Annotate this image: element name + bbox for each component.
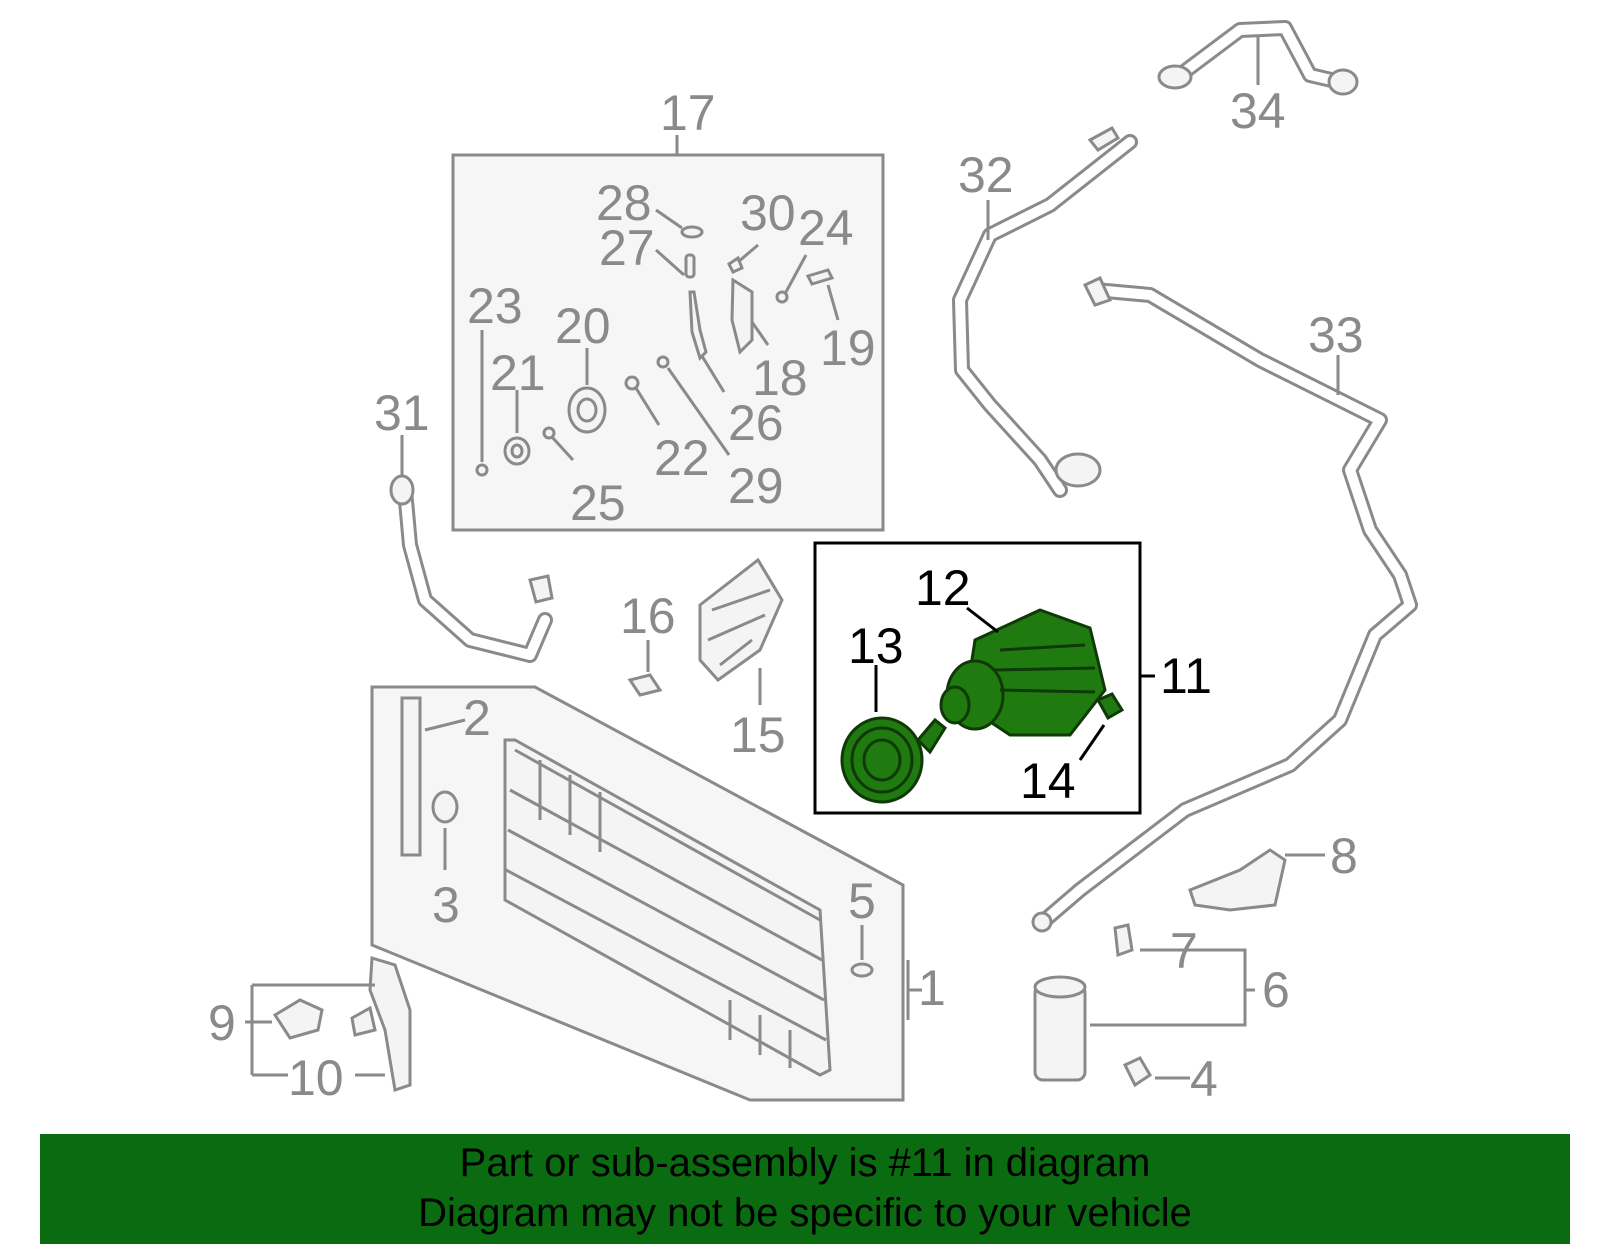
info-banner: Part or sub-assembly is #11 in diagram D… (40, 1134, 1570, 1244)
callout-10: 10 (288, 1050, 344, 1106)
bracket-8 (1188, 848, 1287, 912)
callout-5: 5 (848, 873, 876, 929)
callout-18: 18 (752, 350, 808, 406)
bracket-9b (350, 1005, 377, 1037)
bracket-10 (368, 956, 412, 1092)
callout-23: 23 (467, 278, 523, 334)
banner-line-2: Diagram may not be specific to your vehi… (418, 1191, 1192, 1235)
switch-14 (1095, 692, 1125, 721)
callout-28: 28 (596, 175, 652, 231)
callout-29: 29 (728, 458, 784, 514)
callout-22: 22 (654, 430, 710, 486)
condenser-1 (503, 738, 832, 1077)
callout-27: 27 (599, 220, 655, 276)
callout-9: 9 (208, 995, 236, 1051)
callout-19: 19 (820, 320, 876, 376)
hose-32 (952, 125, 1138, 498)
callout-2: 2 (463, 690, 491, 746)
callout-13: 13 (848, 618, 904, 674)
callout-4: 4 (1190, 1051, 1218, 1107)
callout-31: 31 (374, 385, 430, 441)
hose-34 (1157, 20, 1359, 96)
receiver-drier-6 (1033, 975, 1087, 1082)
clip-9 (272, 998, 324, 1040)
callout-24: 24 (798, 200, 854, 256)
bushing-3 (431, 790, 459, 824)
callout-25: 25 (570, 475, 626, 531)
callout-6: 6 (1262, 962, 1290, 1018)
washer-5 (850, 962, 874, 978)
banner-line-1: Part or sub-assembly is #11 in diagram (459, 1141, 1151, 1185)
callout-17: 17 (660, 85, 716, 141)
callout-8: 8 (1330, 828, 1358, 884)
callout-34: 34 (1230, 83, 1286, 139)
callout-7: 7 (1170, 923, 1198, 979)
compressor-12 (939, 608, 1107, 737)
hose-33 (1031, 276, 1418, 933)
hose-31 (389, 474, 554, 663)
callout-11: 11 (1160, 648, 1212, 704)
callout-16: 16 (620, 588, 676, 644)
callout-12: 12 (915, 560, 971, 616)
callout-26: 26 (728, 395, 784, 451)
clutch-13 (840, 716, 947, 804)
callout-30: 30 (740, 185, 796, 241)
switch-7 (1113, 923, 1134, 958)
callout-15: 15 (730, 707, 786, 763)
cap-4 (1122, 1056, 1153, 1088)
callout-14: 14 (1020, 753, 1076, 809)
kit-small-parts (475, 225, 835, 477)
callout-21: 21 (490, 345, 546, 401)
clip-16 (627, 673, 663, 697)
callout-1: 1 (918, 960, 946, 1016)
callout-20: 20 (555, 298, 611, 354)
bracket-15 (698, 557, 784, 682)
callout-32: 32 (958, 147, 1014, 203)
callout-3: 3 (432, 877, 460, 933)
seal-2 (400, 696, 422, 857)
callout-33: 33 (1308, 307, 1364, 363)
